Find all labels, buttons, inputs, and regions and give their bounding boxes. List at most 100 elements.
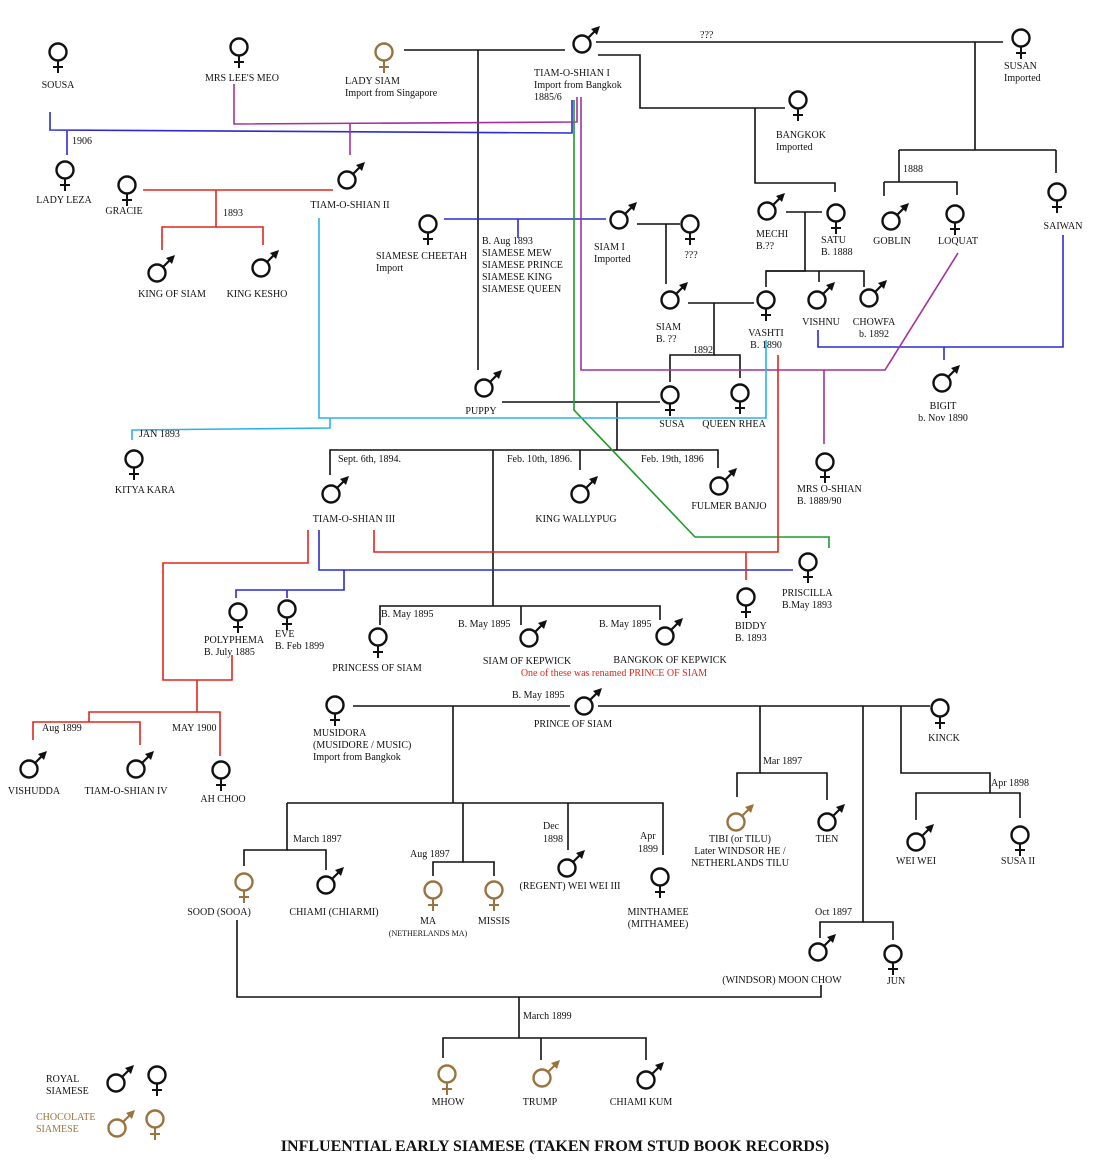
mating-line-sood-moon-chow <box>236 920 822 998</box>
cat-name: BIGIT <box>929 401 957 412</box>
cat-label: WEI WEI <box>896 856 936 868</box>
cat-detail: B. Feb 1899 <box>275 641 325 652</box>
royal-female-icon <box>943 203 977 237</box>
date-label: B. May 1895 <box>381 609 434 620</box>
royal-male-icon <box>249 248 283 282</box>
cat-name: AH CHOO <box>200 794 246 805</box>
date-label: 1899 <box>638 844 658 855</box>
mating-line-tiam-i-loquat <box>580 97 959 371</box>
cat-name: QUEEN RHEA <box>702 419 766 430</box>
cat-label: TIAM-O-SHIAN II <box>310 200 389 212</box>
date-label: Mar 1897 <box>763 756 803 767</box>
cat-label: SAIWAN <box>1044 221 1083 233</box>
cat-name: TIBI (or TILU) <box>708 834 772 845</box>
royal-male-icon <box>879 201 913 235</box>
royal-female-icon <box>658 384 692 418</box>
cat-name: TIAM-O-SHIAN III <box>312 514 396 525</box>
royal-male-icon <box>806 932 840 966</box>
cat-name: ??? <box>684 250 698 261</box>
litter-line-1892 <box>669 303 715 382</box>
cat-name: BANGKOK <box>776 130 826 141</box>
date-label: March 1899 <box>523 1011 572 1022</box>
cat-detail: Imported <box>776 142 813 153</box>
cat-name: VASHTI <box>748 328 784 339</box>
cat-label: SUSA II <box>1001 856 1035 868</box>
royal-female-icon <box>1009 27 1043 61</box>
cat-name: LADY SIAM <box>345 76 400 87</box>
cat-label: AH CHOO <box>200 794 245 806</box>
royal-female-icon <box>796 551 830 585</box>
date-label: March 1897 <box>293 834 342 845</box>
cat-name: GOBLIN <box>873 236 911 247</box>
cat-name: BANGKOK OF KEPWICK <box>613 655 727 666</box>
cat-name: PRISCILLA <box>782 588 833 599</box>
cat-label: BANGKOK OF KEPWICK <box>613 655 726 667</box>
chocolate-female-icon <box>435 1063 469 1097</box>
royal-male-icon <box>815 802 849 836</box>
cat-name: KING WALLYPUG <box>535 514 617 525</box>
cat-detail: Import from Bangkok <box>534 80 622 91</box>
mating-line-tiam-iii-vashti <box>373 355 779 553</box>
chocolate-female-icon <box>482 879 516 913</box>
date-label: Oct 1897 <box>815 907 852 918</box>
cat-name: TRUMP <box>522 1097 558 1108</box>
litter-aug-1897 <box>432 803 464 876</box>
cat-label: TIBI (or TILU)Later WINDSOR HE /NETHERLA… <box>691 834 789 870</box>
cat-name: SATU <box>821 235 847 246</box>
cat-name: CHIAMI KUM <box>609 1097 673 1108</box>
date-label: Aug 1897 <box>410 849 450 860</box>
cat-name: MHOW <box>431 1097 465 1108</box>
mating-line-tiam-i-priscilla <box>573 100 830 548</box>
cat-label: CHIAMI KUM <box>610 1097 673 1109</box>
royal-male-icon <box>472 368 506 402</box>
drop-king-kesho <box>216 226 264 245</box>
litter-line-1893 <box>161 190 217 250</box>
royal-female-icon <box>728 382 762 416</box>
royal-female-icon <box>928 697 962 731</box>
cat-detail: B. July 1885 <box>204 647 255 658</box>
cat-name: WEI WEI <box>895 856 937 867</box>
cat-label: MHOW <box>432 1097 465 1109</box>
royal-male-icon <box>570 24 604 58</box>
royal-male-icon <box>104 1063 138 1097</box>
cat-name: SIAM <box>656 322 682 333</box>
royal-female-icon <box>275 598 309 632</box>
mating-line-vishnu-saiwan <box>817 235 1064 348</box>
royal-male-icon <box>607 200 641 234</box>
royal-female-icon <box>648 866 682 900</box>
cat-detail: B.?? <box>756 241 775 252</box>
cat-detail: Imported <box>594 254 631 265</box>
cat-name: SIAM I <box>594 242 625 253</box>
royal-female-icon <box>145 1064 179 1098</box>
royal-female-icon <box>122 448 156 482</box>
date-label: Dec <box>543 821 560 832</box>
cat-name: LOQUAT <box>938 236 978 247</box>
cat-detail: (NETHERLANDS MA) <box>388 929 468 938</box>
cat-label: VISHNU <box>802 317 840 329</box>
cat-label: TIAM-O-SHIAN IV <box>84 786 167 798</box>
cat-label: TIEN <box>816 834 839 846</box>
litter-aug-1899 <box>32 721 141 745</box>
descent-line-kitya-kara <box>131 418 331 440</box>
royal-male-icon <box>930 363 964 397</box>
cat-name: SIAMESE CHEETAH <box>376 251 468 262</box>
legend-text: CHOCOLATE <box>36 1112 96 1123</box>
cat-name: MA <box>419 916 437 927</box>
date-label: 1893 <box>223 208 243 219</box>
cat-name: GRACIE <box>105 206 143 217</box>
royal-female-icon <box>226 601 260 635</box>
cat-name: KITYA KARA <box>114 485 176 496</box>
cat-detail: NETHERLANDS TILU <box>691 858 789 869</box>
royal-female-icon <box>115 174 149 208</box>
litter-bar-puppy-susa <box>329 449 719 475</box>
